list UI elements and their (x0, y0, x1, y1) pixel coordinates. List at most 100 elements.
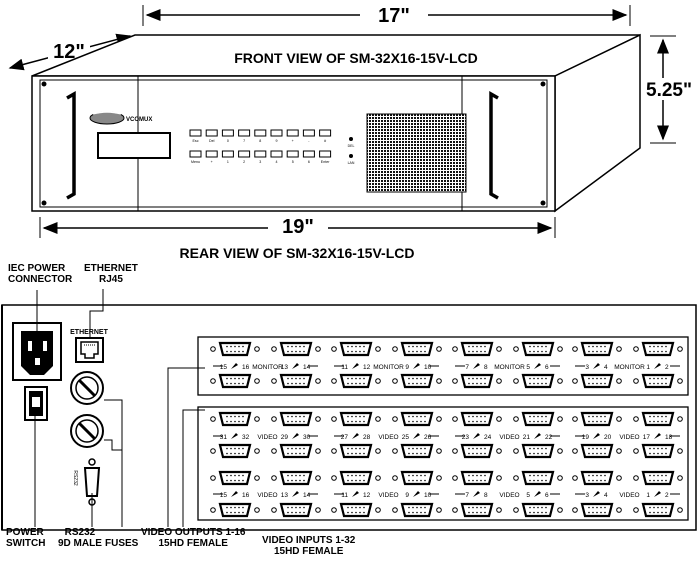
callout-fuses: FUSES (105, 538, 139, 550)
db15-connector (633, 470, 683, 486)
port-pointer-icon (231, 491, 238, 497)
brand-label: VCOMUX (126, 117, 152, 123)
port-number-label: 16 (242, 364, 250, 371)
port-number-label: VIDEO (499, 492, 519, 499)
port-pointer-icon (654, 491, 661, 497)
keypad-key (189, 129, 202, 137)
video-inputs-section (197, 406, 689, 521)
db15-connector (210, 443, 260, 459)
port-number-label: 4 (604, 364, 608, 371)
port-pointer-icon (231, 363, 238, 369)
db15-connector (271, 443, 321, 459)
callout-video-outputs: VIDEO OUTPUTS 1-16 15HD FEMALE (141, 527, 245, 549)
keypad-key (221, 129, 234, 137)
db15-connector (210, 502, 260, 518)
keypad-key (302, 150, 315, 158)
port-number-label: 5 (526, 364, 530, 371)
port-pointer-icon (231, 433, 238, 439)
keypad-key-label: 0 (227, 139, 229, 143)
callout-ethernet: ETHERNET RJ45 (84, 263, 138, 285)
port-number-label: 4 (604, 492, 608, 499)
led-label-2: LAN (348, 161, 355, 165)
height-label: 5.25" (646, 80, 692, 101)
port-number-label: 16 (242, 492, 250, 499)
keypad-key (205, 129, 218, 137)
db15-connector (572, 411, 622, 427)
port-number-label: 22 (545, 434, 553, 441)
db15-connector (452, 341, 502, 357)
port-number-label: 3 (585, 364, 589, 371)
db15-connector (452, 470, 502, 486)
port-number-label: 11 (341, 364, 348, 371)
port-number-label: 6 (545, 492, 549, 499)
port-number-label: 19 (582, 434, 590, 441)
callout-iec-power: IEC POWER CONNECTOR (8, 263, 73, 285)
callout-iec-power-text: IEC POWER CONNECTOR (8, 263, 73, 285)
db15-connector (271, 502, 321, 518)
width-label: 17" (378, 5, 410, 27)
port-number-label: 8 (484, 364, 488, 371)
port-number-label: 18 (665, 434, 673, 441)
db15-connector (513, 411, 563, 427)
db15-connector (331, 411, 381, 427)
port-number-label: 25 (402, 434, 410, 441)
port-number-label: 8 (484, 492, 488, 499)
db15-connector (452, 411, 502, 427)
port-pointer-icon (534, 363, 541, 369)
db15-connector (452, 373, 502, 389)
db15-connector (392, 411, 442, 427)
db15-connector (633, 443, 683, 459)
db15-connector (331, 373, 381, 389)
keypad-key-label: 9 (276, 139, 278, 143)
vent-grille (366, 113, 467, 193)
keypad-key (302, 129, 315, 137)
db15-connector (572, 373, 622, 389)
port-pointer-icon (593, 363, 600, 369)
front-chassis: FRONT VIEW OF SM-32X16-15V-LCD (31, 33, 641, 213)
port-number-label: VIDEO (378, 492, 398, 499)
port-pointer-icon (292, 363, 299, 369)
keypad-key (238, 150, 251, 158)
port-number-label: 28 (363, 434, 371, 441)
port-number-label: 15 (220, 492, 228, 499)
keypad-key-label: Enter (321, 160, 330, 164)
port-pointer-icon (593, 433, 600, 439)
port-number-label: 15 (220, 364, 228, 371)
port-pointer-icon (352, 491, 359, 497)
port-number-label: 17 (643, 434, 651, 441)
db15-connector (572, 470, 622, 486)
port-number-label: VIDEO (378, 434, 398, 441)
port-number-label: MONITOR (494, 364, 525, 371)
lcd-display (97, 132, 171, 159)
db15-connector (392, 470, 442, 486)
port-number-label: MONITOR (614, 364, 645, 371)
db15-connector (633, 341, 683, 357)
port-number-label: VIDEO (257, 492, 277, 499)
db15-connector (572, 502, 622, 518)
port-number-label: 21 (523, 434, 531, 441)
keypad-key-label: Esc (193, 139, 199, 143)
keypad-key-label: - (308, 139, 310, 143)
port-number-label: 24 (484, 434, 492, 441)
dimension-width: 17" (142, 3, 631, 27)
ethernet-port-label: ETHERNET (70, 329, 108, 336)
keypad-key (254, 150, 267, 158)
keypad-key-label: + (211, 160, 213, 164)
rack-width-label: 19" (282, 216, 314, 238)
keypad-key-label: 5 (292, 160, 294, 164)
callout-fuses-text: FUSES (105, 538, 139, 549)
keypad-key (189, 150, 202, 158)
db15-connector (513, 443, 563, 459)
port-number-label: 14 (303, 364, 311, 371)
port-number-label: 32 (242, 434, 250, 441)
port-pointer-icon (413, 491, 420, 497)
front-view-title: FRONT VIEW OF SM-32X16-15V-LCD (234, 50, 477, 66)
callout-power-switch: POWER SWITCH (6, 527, 45, 549)
db15-connector (210, 341, 260, 357)
port-number-label: 20 (604, 434, 612, 441)
db15-connector (392, 502, 442, 518)
